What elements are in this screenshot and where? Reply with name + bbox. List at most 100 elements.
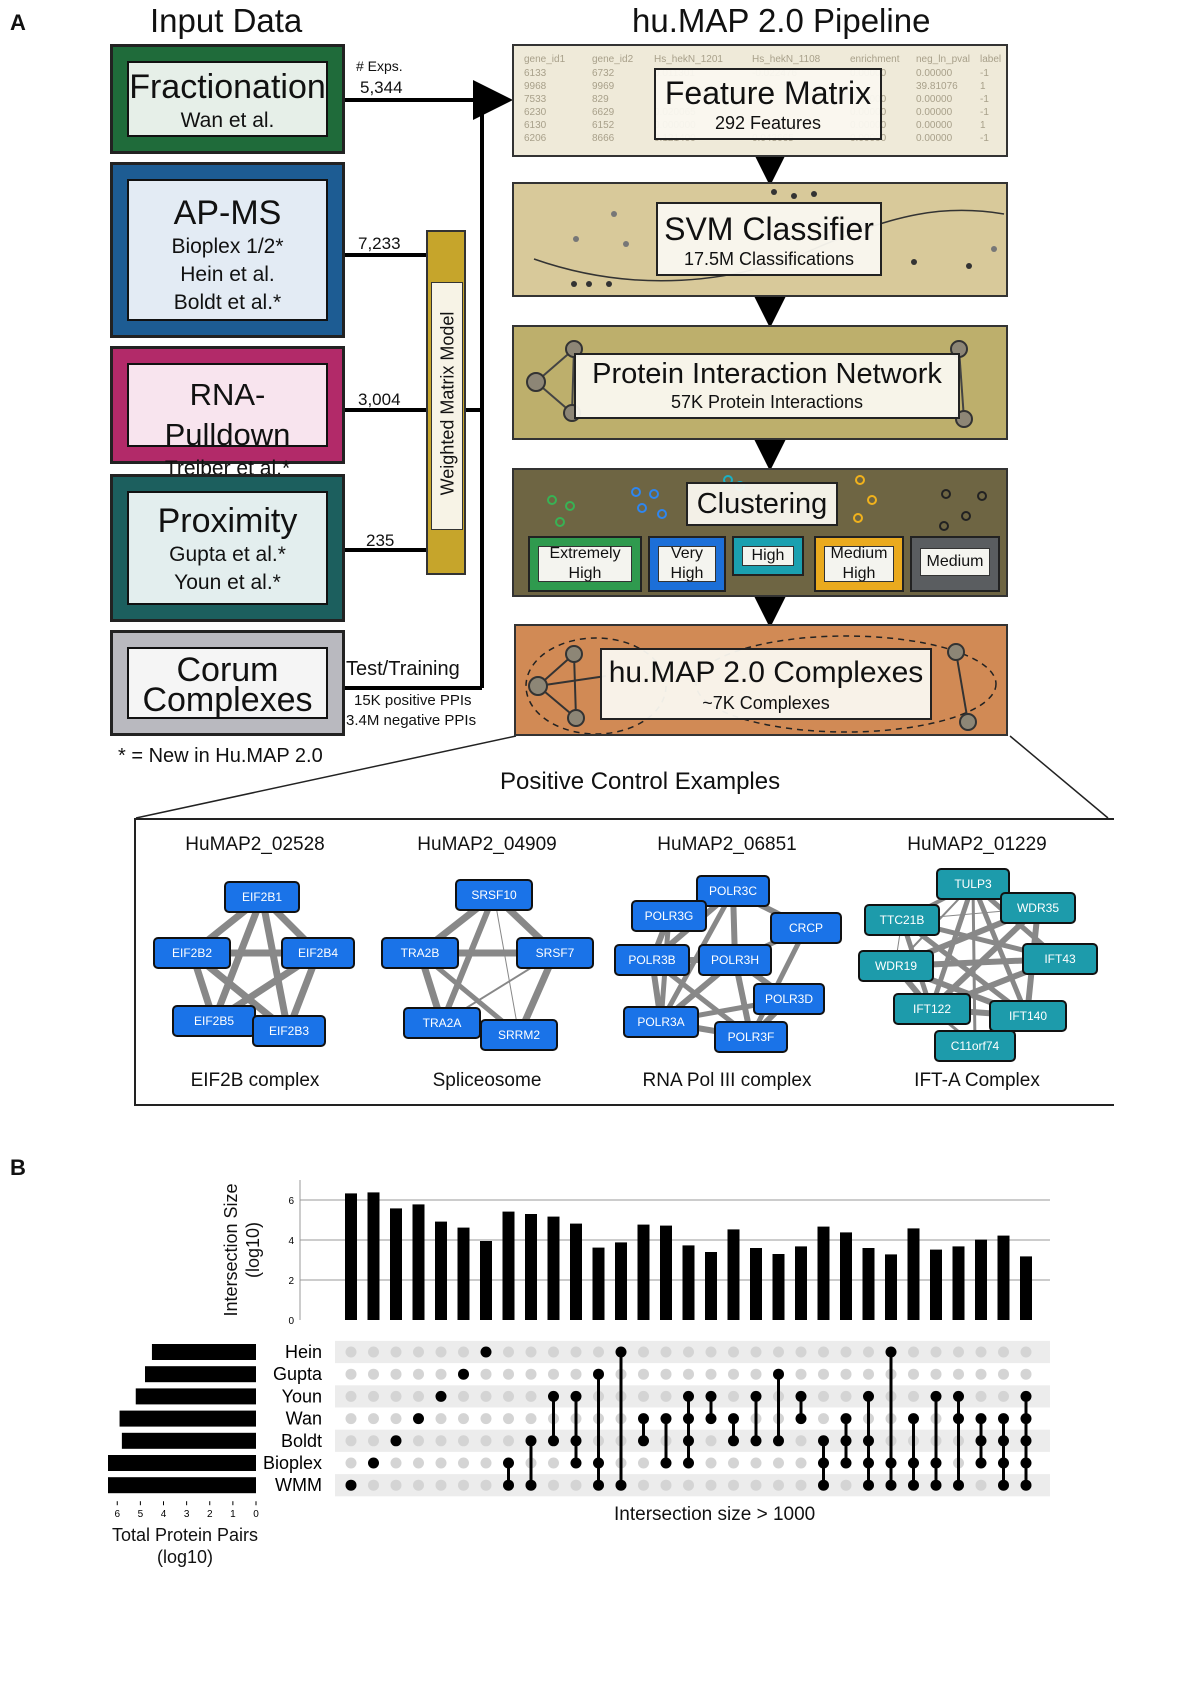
node-tulp3: TULP3 (936, 868, 1010, 900)
matrix-dot (638, 1457, 649, 1469)
feature-table-header: enrichment (850, 54, 900, 65)
set-label-hein: Hein (285, 1342, 322, 1362)
set-axis-tick-label: 5 (138, 1509, 144, 1520)
source-corum-title-2: Complexes (142, 681, 313, 719)
matrix-dot (413, 1390, 424, 1402)
matrix-dot (368, 1479, 379, 1491)
matrix-dot (570, 1479, 582, 1491)
matrix-dot (705, 1435, 717, 1447)
pipeline-header: hu.MAP 2.0 Pipeline (632, 2, 931, 39)
matrix-dot (795, 1457, 807, 1469)
matrix-dot (413, 1346, 424, 1358)
source-fractionation-ref: Wan et al. (180, 109, 275, 132)
node-polr3c: POLR3C (696, 875, 770, 907)
node-polr3h: POLR3H (698, 944, 772, 976)
matrix-dot (525, 1413, 537, 1425)
feature-table-cell: 6230 (524, 107, 547, 118)
matrix-dot (975, 1390, 987, 1402)
example-1-id: HuMAP2_02528 (185, 834, 325, 855)
matrix-dot-active (390, 1435, 402, 1447)
source-fractionation: Fractionation Wan et al. (110, 44, 345, 154)
matrix-dot (548, 1368, 559, 1380)
examples-frame (134, 818, 1114, 1106)
set-label-gupta: Gupta (273, 1364, 323, 1384)
matrix-dot (818, 1368, 829, 1380)
confidence-medium-high: Medium High (814, 536, 904, 592)
example-4-name: IFT-A Complex (914, 1070, 1040, 1091)
matrix-dot (863, 1368, 874, 1380)
node-srrm2: SRRM2 (480, 1019, 558, 1051)
intersection-bar (390, 1208, 402, 1320)
matrix-dot (458, 1390, 469, 1402)
set-label-boldt: Boldt (281, 1431, 322, 1451)
intersection-bar (435, 1221, 447, 1320)
matrix-dot (390, 1413, 402, 1425)
set-size-bar-youn (135, 1388, 256, 1405)
matrix-dot (705, 1479, 717, 1491)
feature-table-cell: 9968 (524, 81, 547, 92)
node-crcp: CRCP (770, 912, 842, 944)
source-apms-title: AP-MS (173, 194, 282, 232)
feature-table-cell: 6133 (524, 68, 547, 79)
confidence-extremely-high-label: Extremely High (538, 545, 632, 582)
matrix-dot (480, 1413, 492, 1425)
intersection-bar (637, 1224, 650, 1320)
matrix-dot (795, 1435, 807, 1447)
matrix-dot (458, 1479, 469, 1491)
source-corum: Corum Complexes (110, 630, 345, 736)
feature-matrix-sub: 292 Features (714, 113, 822, 133)
source-apms-card: AP-MS Bioplex 1/2* Hein et al. Boldt et … (127, 179, 328, 321)
source-proximity-card: Proximity Gupta et al.* Youn et al.* (127, 491, 328, 605)
matrix-dot-active (750, 1435, 762, 1447)
matrix-dot (458, 1435, 469, 1447)
stage-svm: SVM Classifier 17.5M Classifications (512, 182, 1008, 297)
matrix-dot (840, 1368, 852, 1380)
node-eif2b4: EIF2B4 (281, 937, 355, 969)
stage-network: Protein Interaction Network 57K Protein … (512, 325, 1008, 440)
positive-control-title: Positive Control Examples (500, 768, 781, 795)
matrix-dot (548, 1346, 559, 1358)
matrix-dot (435, 1368, 447, 1380)
matrix-dot (638, 1479, 649, 1491)
network-sub: 57K Protein Interactions (670, 392, 864, 412)
complexes-sub: ~7K Complexes (702, 693, 830, 713)
matrix-dot (975, 1368, 987, 1380)
matrix-dot-active (345, 1479, 357, 1491)
matrix-dot (503, 1346, 514, 1358)
matrix-dot (390, 1368, 402, 1380)
matrix-dot (750, 1457, 762, 1469)
matrix-dot (773, 1346, 784, 1358)
matrix-dot (818, 1413, 829, 1425)
feature-table-cell: 829 (592, 94, 609, 105)
y-tick-label: 4 (288, 1236, 294, 1247)
matrix-dot (705, 1457, 717, 1469)
intersection-bar (682, 1245, 695, 1320)
set-size-bar-gupta (145, 1366, 256, 1383)
svm-box: SVM Classifier 17.5M Classifications (656, 202, 882, 276)
confidence-medium: Medium (910, 536, 1000, 592)
matrix-dot (840, 1479, 852, 1491)
intersection-bar (907, 1228, 920, 1320)
matrix-dot (435, 1413, 447, 1425)
matrix-dot (503, 1413, 514, 1425)
matrix-dot (638, 1368, 649, 1380)
matrix-dot (570, 1346, 582, 1358)
example-3-name: RNA Pol III complex (642, 1070, 812, 1091)
complexes-decoration (525, 635, 997, 734)
confidence-very-high: Very High (648, 536, 726, 592)
svm-sub: 17.5M Classifications (683, 249, 855, 269)
matrix-dot (660, 1479, 672, 1491)
set-axis-label-line1: Total Protein Pairs (111, 1525, 259, 1545)
node-tra2a: TRA2A (403, 1007, 481, 1039)
matrix-dot (345, 1368, 357, 1380)
intersection-bar (457, 1227, 470, 1320)
source-rna-pulldown-card: RNA-Pulldown Treiber et al.* (127, 363, 328, 480)
intersection-bar (502, 1211, 515, 1320)
upset-xlabel: Intersection size > 1000 (614, 1504, 816, 1525)
matrix-dot (638, 1346, 649, 1358)
matrix-dot-active (480, 1346, 492, 1358)
example-2-name: Spliceosome (432, 1070, 542, 1091)
confidence-high-label: High (742, 546, 794, 566)
